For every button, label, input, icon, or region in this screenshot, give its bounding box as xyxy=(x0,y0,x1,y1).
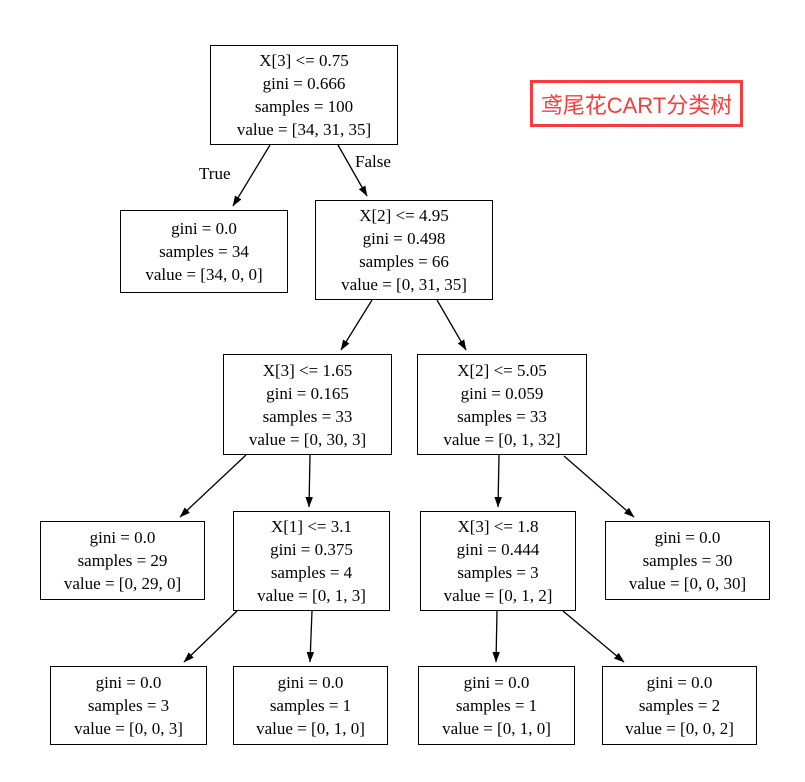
node-samples: samples = 29 xyxy=(77,551,168,570)
tree-node-l4-split-left: X[1] <= 3.1 gini = 0.375 samples = 4 val… xyxy=(233,511,390,611)
tree-node-l4-leaf-versicolor: gini = 0.0 samples = 29 value = [0, 29, … xyxy=(40,521,205,600)
node-gini: gini = 0.0 xyxy=(171,219,237,238)
node-gini: gini = 0.165 xyxy=(266,383,349,403)
edge-l3left-to-l4-split1 xyxy=(305,454,313,508)
tree-node-l4-leaf-virginica: gini = 0.0 samples = 30 value = [0, 0, 3… xyxy=(605,521,770,600)
edge-l3right-to-l4-leaf2 xyxy=(563,455,635,518)
tree-node-l3-split-left: X[3] <= 1.65 gini = 0.165 samples = 33 v… xyxy=(223,354,392,455)
edge-l3left-to-l4-leaf1 xyxy=(179,454,247,518)
node-gini: gini = 0.444 xyxy=(456,540,540,559)
node-condition: X[1] <= 3.1 xyxy=(270,517,353,536)
edge-l3right-to-l4-split2 xyxy=(494,454,502,508)
edge-l4split1-to-l5-leaf1 xyxy=(183,610,238,663)
node-value: value = [0, 1, 0] xyxy=(256,719,365,738)
node-value: value = [0, 1, 0] xyxy=(442,719,551,738)
edge-root-to-l2-right xyxy=(337,144,368,197)
node-gini: gini = 0.0 xyxy=(89,528,156,547)
edge-l2right-to-l3-left xyxy=(340,299,373,351)
node-condition: X[2] <= 4.95 xyxy=(359,206,449,225)
tree-node-root: X[3] <= 0.75 gini = 0.666 samples = 100 … xyxy=(210,45,398,145)
tree-node-l5-leaf-3: gini = 0.0 samples = 1 value = [0, 1, 0] xyxy=(418,666,575,745)
node-samples: samples = 100 xyxy=(254,97,354,116)
node-samples: samples = 2 xyxy=(638,696,721,715)
node-value: value = [0, 0, 3] xyxy=(74,719,183,738)
node-gini: gini = 0.0 xyxy=(277,673,344,692)
node-gini: gini = 0.059 xyxy=(460,383,544,403)
tree-node-l2-split: X[2] <= 4.95 gini = 0.498 samples = 66 v… xyxy=(315,200,493,300)
node-gini: gini = 0.0 xyxy=(646,673,713,692)
tree-node-l2-leaf-setosa: gini = 0.0 samples = 34 value = [34, 0, … xyxy=(120,210,288,293)
edge-l2right-to-l3-right xyxy=(436,299,467,351)
node-samples: samples = 30 xyxy=(642,551,733,570)
edge-l4split2-to-l5-leaf4 xyxy=(562,610,625,663)
edge-root-to-l2-left xyxy=(232,144,271,207)
node-samples: samples = 1 xyxy=(455,696,538,715)
node-condition: X[2] <= 5.05 xyxy=(457,360,547,380)
tree-node-l4-split-right: X[3] <= 1.8 gini = 0.444 samples = 3 val… xyxy=(420,511,576,611)
node-value: value = [0, 31, 35] xyxy=(341,275,467,294)
node-samples: samples = 1 xyxy=(269,696,352,715)
node-value: value = [0, 1, 3] xyxy=(257,586,366,605)
node-value: value = [34, 0, 0] xyxy=(145,265,263,284)
node-value: value = [0, 0, 2] xyxy=(625,719,734,738)
node-gini: gini = 0.0 xyxy=(654,528,721,547)
tree-node-l5-leaf-1: gini = 0.0 samples = 3 value = [0, 0, 3] xyxy=(50,666,207,745)
diagram-title: 鸢尾花CART分类树 xyxy=(530,80,743,127)
node-value: value = [0, 0, 30] xyxy=(628,574,747,593)
tree-node-l3-split-right: X[2] <= 5.05 gini = 0.059 samples = 33 v… xyxy=(417,354,587,455)
node-value: value = [0, 1, 32] xyxy=(443,429,561,449)
node-samples: samples = 3 xyxy=(87,696,170,715)
node-condition: X[3] <= 1.8 xyxy=(457,517,539,536)
node-samples: samples = 33 xyxy=(262,406,353,426)
node-samples: samples = 34 xyxy=(159,242,249,261)
edge-label-false: False xyxy=(355,152,391,171)
node-gini: gini = 0.0 xyxy=(95,673,162,692)
node-samples: samples = 4 xyxy=(270,563,353,582)
edge-l4split1-to-l5-leaf2 xyxy=(306,610,315,663)
tree-node-l5-leaf-2: gini = 0.0 samples = 1 value = [0, 1, 0] xyxy=(233,666,388,745)
node-value: value = [34, 31, 35] xyxy=(236,120,372,139)
node-gini: gini = 0.666 xyxy=(262,74,346,93)
node-value: value = [0, 1, 2] xyxy=(443,586,553,605)
node-value: value = [0, 30, 3] xyxy=(248,429,367,449)
node-gini: gini = 0.375 xyxy=(270,540,353,559)
edge-l4split2-to-l5-leaf3 xyxy=(492,610,500,663)
node-samples: samples = 3 xyxy=(457,563,539,582)
node-condition: X[3] <= 0.75 xyxy=(259,51,349,70)
node-gini: gini = 0.0 xyxy=(463,673,530,692)
edge-label-true: True xyxy=(199,164,231,183)
tree-node-l5-leaf-4: gini = 0.0 samples = 2 value = [0, 0, 2] xyxy=(602,666,757,745)
node-samples: samples = 66 xyxy=(359,252,449,271)
node-condition: X[3] <= 1.65 xyxy=(262,360,353,380)
node-gini: gini = 0.498 xyxy=(362,229,446,248)
node-samples: samples = 33 xyxy=(457,406,547,426)
node-value: value = [0, 29, 0] xyxy=(63,574,182,593)
